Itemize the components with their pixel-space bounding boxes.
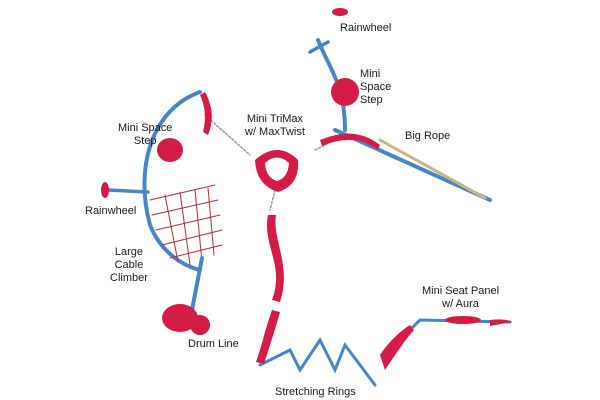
label-stretching-rings: Stretching Rings <box>275 386 356 398</box>
top-pole <box>316 38 347 132</box>
label-large-cable-climber: Large Cable Climber <box>110 246 148 284</box>
rainwheel-left-pole <box>106 188 150 194</box>
label-rainwheel-top: Rainwheel <box>340 22 392 34</box>
label-mini-space-step-right: Mini Space Step <box>360 68 392 106</box>
left-arc-pole <box>142 90 202 272</box>
label-drum-line: Drum Line <box>188 338 239 350</box>
red-components <box>101 8 512 370</box>
label-mini-space-step-left: Mini Space Step <box>118 122 173 147</box>
label-mini-trimax: Mini TriMax w/ MaxTwist <box>245 113 305 138</box>
big-rope-pole <box>333 128 492 202</box>
label-rainwheel-left: Rainwheel <box>85 205 137 217</box>
label-mini-seat-panel: Mini Seat Panel w/ Aura <box>422 285 500 310</box>
cable-climber-net <box>149 184 223 266</box>
stretching-rings-pole <box>258 337 377 387</box>
label-big-rope: Big Rope <box>405 130 451 142</box>
drum-line-pole <box>190 256 204 312</box>
